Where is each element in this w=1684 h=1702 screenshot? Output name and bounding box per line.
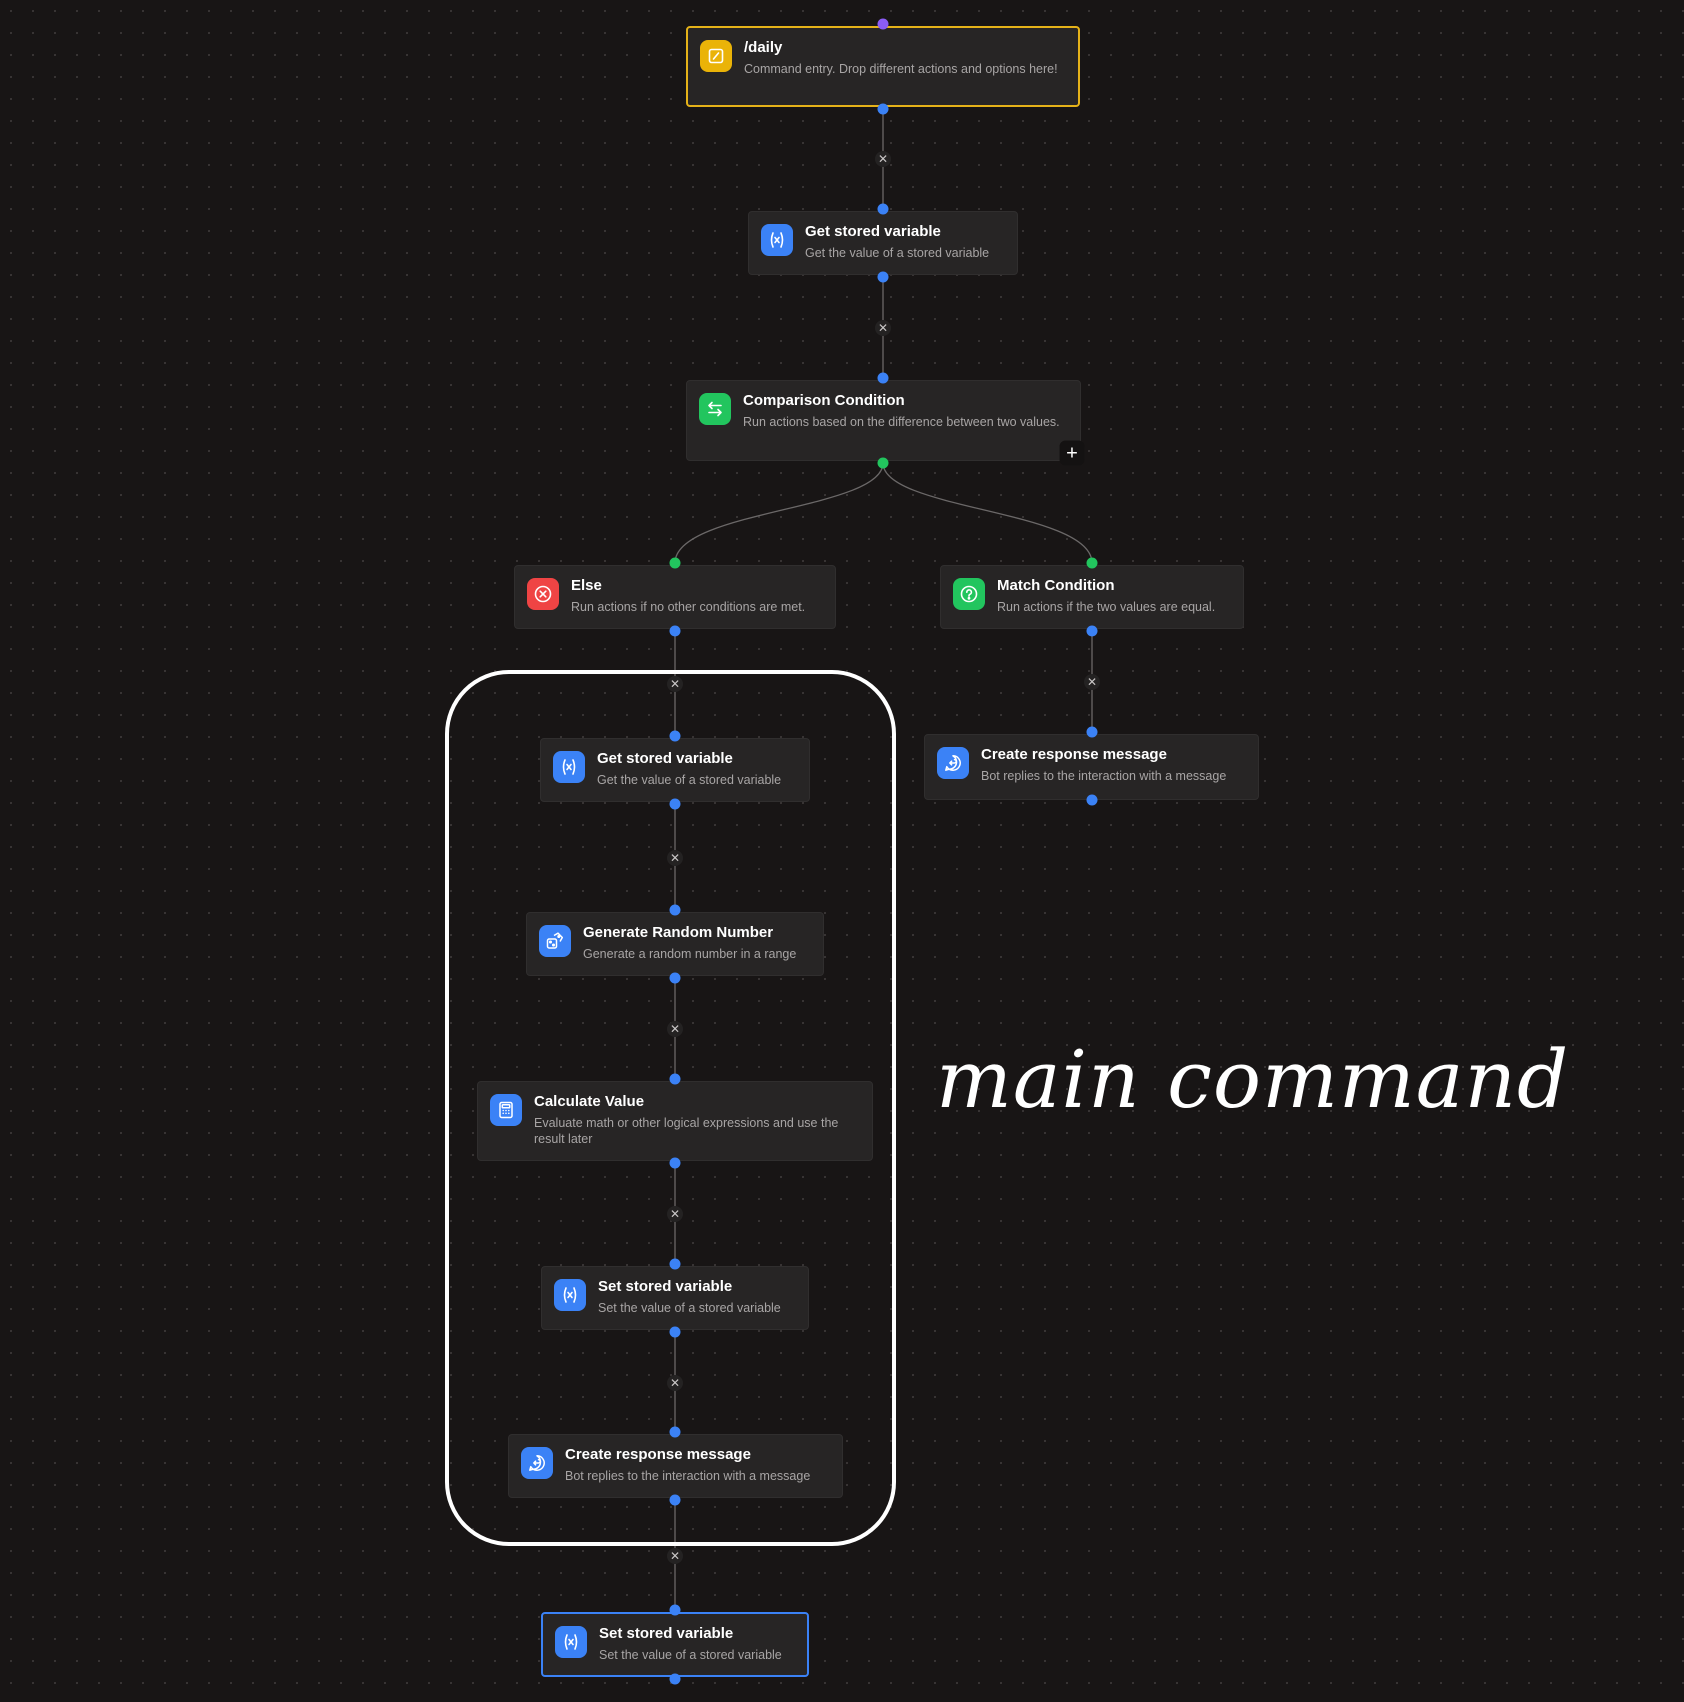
delete-edge-button[interactable]: ✕: [667, 1206, 683, 1222]
node-description: Run actions if the two values are equal.: [997, 600, 1216, 614]
input-handle[interactable]: [877, 203, 889, 215]
input-handle[interactable]: [877, 372, 889, 384]
dice-icon: [539, 925, 571, 957]
delete-edge-button[interactable]: ✕: [667, 850, 683, 866]
delete-edge-button[interactable]: ✕: [875, 151, 891, 167]
edge: [674, 462, 884, 564]
annotation-outline: [445, 670, 896, 1546]
node-title: Calculate Value: [534, 1093, 645, 1110]
output-handle[interactable]: [669, 1494, 681, 1506]
node-else[interactable]: Else Run actions if no other conditions …: [514, 565, 836, 629]
node-title: Comparison Condition: [743, 392, 905, 409]
input-handle[interactable]: [669, 904, 681, 916]
variable-icon: [761, 224, 793, 256]
input-handle[interactable]: [669, 730, 681, 742]
node-command-entry[interactable]: /daily Command entry. Drop different act…: [686, 26, 1080, 107]
output-handle[interactable]: [877, 103, 889, 115]
output-handle[interactable]: [669, 1673, 681, 1685]
node-set-stored-variable-selected[interactable]: Set stored variable Set the value of a s…: [541, 1612, 809, 1677]
node-match-condition[interactable]: Match Condition Run actions if the two v…: [940, 565, 1244, 629]
node-create-response-message[interactable]: Create response message Bot replies to t…: [924, 734, 1259, 800]
node-title: Else: [571, 577, 602, 594]
output-handle[interactable]: [669, 625, 681, 637]
edge: [882, 462, 1093, 564]
input-handle[interactable]: [877, 18, 889, 30]
node-description: Run actions if no other conditions are m…: [571, 600, 806, 614]
variable-icon: [553, 751, 585, 783]
input-handle[interactable]: [1086, 557, 1098, 569]
input-handle[interactable]: [669, 1258, 681, 1270]
delete-edge-button[interactable]: ✕: [667, 1548, 683, 1564]
output-handle[interactable]: [669, 972, 681, 984]
annotation-label: main command: [936, 1033, 1570, 1126]
input-handle[interactable]: [669, 1073, 681, 1085]
output-handle[interactable]: [1086, 625, 1098, 637]
input-handle[interactable]: [669, 1426, 681, 1438]
compare-arrows-icon: [699, 393, 731, 425]
delete-edge-button[interactable]: ✕: [667, 1375, 683, 1391]
delete-edge-button[interactable]: ✕: [875, 320, 891, 336]
node-description: Get the value of a stored variable: [805, 246, 990, 260]
output-handle[interactable]: [669, 1157, 681, 1169]
variable-icon: [555, 1626, 587, 1658]
output-handle[interactable]: [1086, 794, 1098, 806]
node-calculate-value[interactable]: Calculate Value Evaluate math or other l…: [477, 1081, 873, 1161]
node-comparison-condition[interactable]: Comparison Condition Run actions based o…: [686, 380, 1081, 461]
node-title: Set stored variable: [598, 1278, 733, 1295]
node-description: Bot replies to the interaction with a me…: [565, 1469, 811, 1483]
node-description: Evaluate math or other logical expressio…: [534, 1116, 839, 1146]
output-handle[interactable]: [877, 271, 889, 283]
node-description: Command entry. Drop different actions an…: [744, 62, 1058, 76]
node-description: Set the value of a stored variable: [599, 1648, 782, 1662]
add-condition-button[interactable]: +: [1059, 440, 1085, 466]
node-description: Get the value of a stored variable: [597, 773, 782, 787]
calculator-icon: [490, 1094, 522, 1126]
node-title: Generate Random Number: [583, 924, 774, 941]
input-handle[interactable]: [669, 557, 681, 569]
input-handle[interactable]: [1086, 726, 1098, 738]
x-circle-icon: [527, 578, 559, 610]
node-description: Bot replies to the interaction with a me…: [981, 769, 1227, 783]
node-create-response-message[interactable]: Create response message Bot replies to t…: [508, 1434, 843, 1498]
question-circle-icon: [953, 578, 985, 610]
output-handle[interactable]: [669, 798, 681, 810]
node-description: Run actions based on the difference betw…: [743, 415, 1060, 429]
delete-edge-button[interactable]: ✕: [1084, 674, 1100, 690]
input-handle[interactable]: [669, 1604, 681, 1616]
output-handle[interactable]: [669, 1326, 681, 1338]
delete-edge-button[interactable]: ✕: [667, 676, 683, 692]
node-generate-random-number[interactable]: Generate Random Number Generate a random…: [526, 912, 824, 976]
condition-output-handle[interactable]: [877, 457, 889, 469]
node-title: Match Condition: [997, 577, 1115, 594]
node-description: Set the value of a stored variable: [598, 1301, 781, 1315]
node-title: Create response message: [981, 746, 1167, 763]
node-title: Set stored variable: [599, 1625, 734, 1642]
node-title: Get stored variable: [805, 223, 941, 240]
node-title: Get stored variable: [597, 750, 733, 767]
node-set-stored-variable[interactable]: Set stored variable Set the value of a s…: [541, 1266, 809, 1330]
delete-edge-button[interactable]: ✕: [667, 1021, 683, 1037]
variable-icon: [554, 1279, 586, 1311]
node-title: Create response message: [565, 1446, 751, 1463]
message-reply-icon: [521, 1447, 553, 1479]
node-get-stored-variable[interactable]: Get stored variable Get the value of a s…: [748, 211, 1018, 275]
node-title: /daily: [744, 39, 783, 56]
node-description: Generate a random number in a range: [583, 947, 797, 961]
slash-command-icon: [700, 40, 732, 72]
message-reply-icon: [937, 747, 969, 779]
